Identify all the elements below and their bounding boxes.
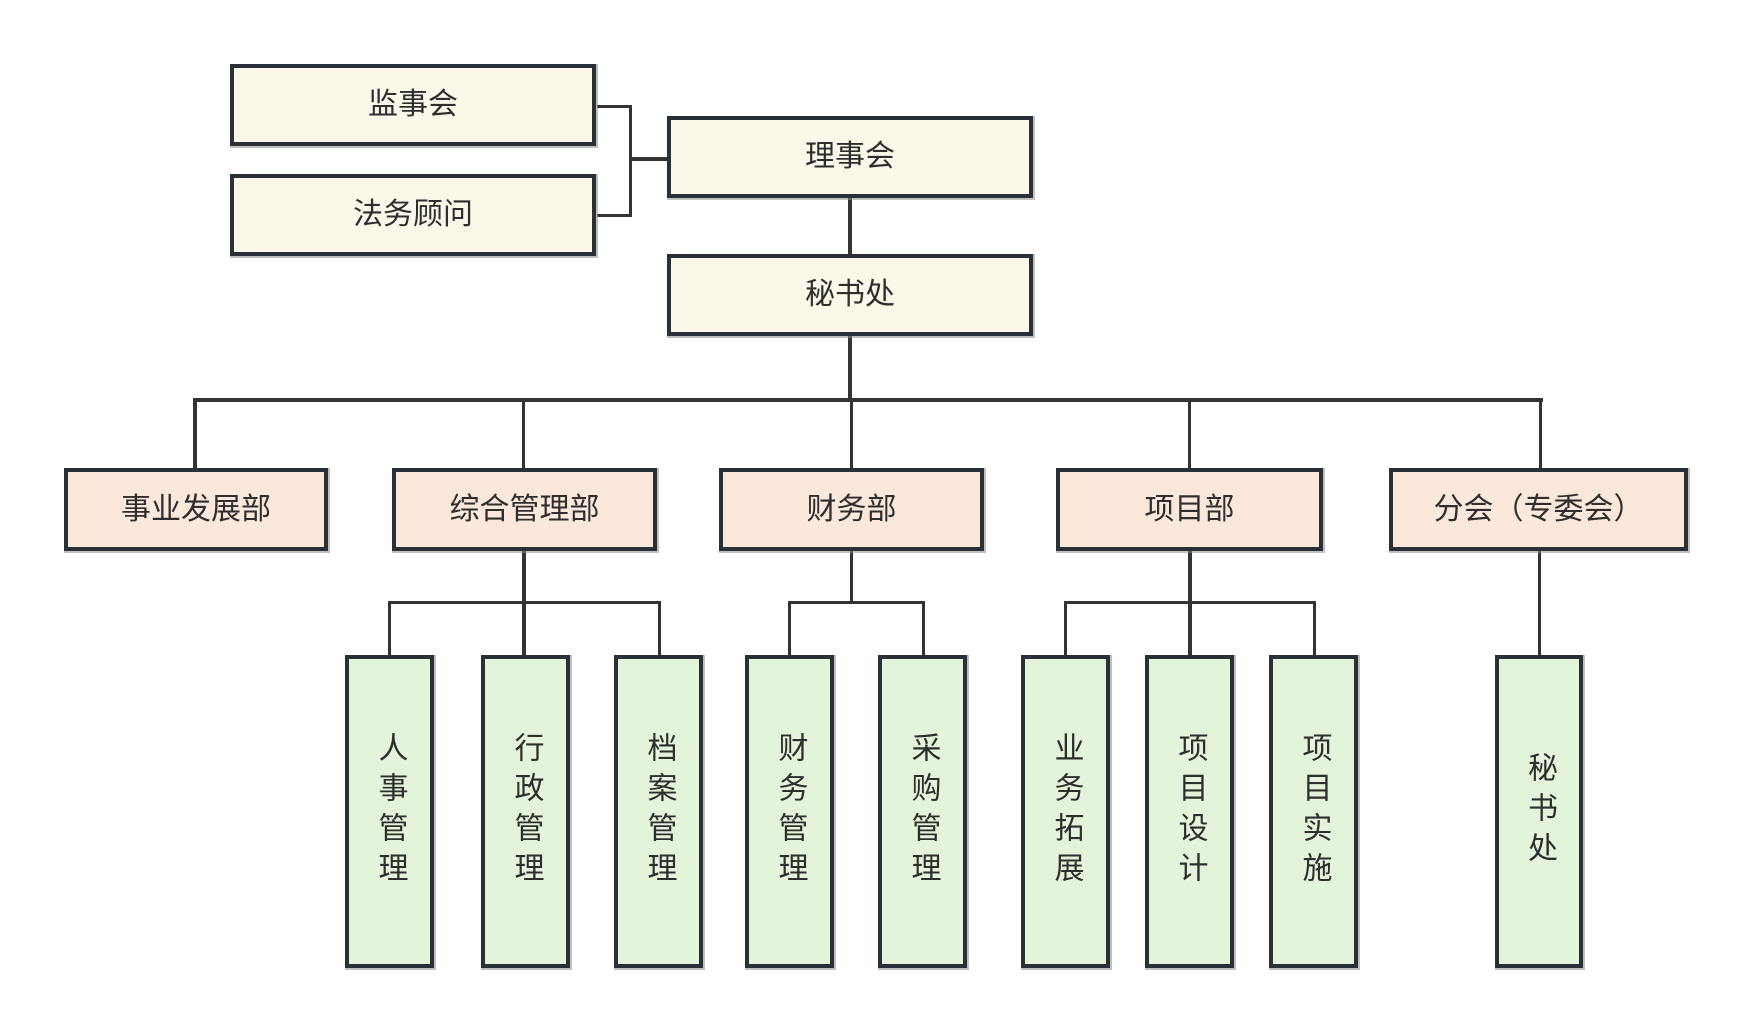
connector-drop-branches <box>1539 398 1542 470</box>
connector-finance-trunk <box>850 550 853 604</box>
node-label: 秘书处 <box>805 277 895 312</box>
node-label: 项目部 <box>1144 491 1235 527</box>
node-label: 理事会 <box>805 139 895 174</box>
node-department-business-development: 事业发展部 <box>64 468 328 551</box>
node-label: 财务管理 <box>772 731 808 892</box>
connector-advisor-bracket-vertical <box>629 105 632 217</box>
node-label: 项目设计 <box>1172 731 1208 892</box>
connector-department-bus <box>193 398 1543 402</box>
node-label: 档案管理 <box>641 731 677 892</box>
node-unit-finance-mgmt: 财务管理 <box>745 655 834 968</box>
node-department-projects: 项目部 <box>1056 468 1323 551</box>
node-label: 采购管理 <box>905 731 941 892</box>
node-label: 人事管理 <box>372 731 408 892</box>
connector-projects-trunk <box>1188 550 1192 658</box>
connector-drop-procurement <box>922 601 925 658</box>
node-unit-hr: 人事管理 <box>345 655 434 968</box>
node-unit-administration: 行政管理 <box>481 655 570 968</box>
connector-advisor-bracket-bottom <box>597 214 632 217</box>
node-legal-counsel: 法务顾问 <box>230 174 596 256</box>
connector-drop-finance-mgmt <box>788 601 791 658</box>
node-council: 理事会 <box>667 116 1033 198</box>
node-label: 监事会 <box>368 87 458 122</box>
connector-advisor-to-council <box>629 157 669 161</box>
connector-advisor-bracket-top <box>597 105 632 108</box>
connector-finance-bus <box>788 601 925 604</box>
node-secretariat: 秘书处 <box>667 254 1033 336</box>
node-supervisory-board: 监事会 <box>230 64 596 146</box>
node-unit-branch-secretariat: 秘书处 <box>1495 655 1583 968</box>
node-unit-project-impl: 项目实施 <box>1269 655 1358 968</box>
node-label: 分会（专委会） <box>1433 491 1644 527</box>
node-label: 财务部 <box>806 491 897 527</box>
node-label: 项目实施 <box>1296 731 1332 892</box>
connector-drop-project-impl <box>1313 601 1316 658</box>
node-department-general-management: 综合管理部 <box>392 468 657 551</box>
connector-drop-finance <box>850 398 853 470</box>
connector-drop-archives <box>658 601 661 658</box>
connector-general-management-bus <box>388 601 661 604</box>
connector-council-to-secretariat <box>848 197 852 255</box>
connector-drop-general-management <box>522 398 525 470</box>
node-label: 秘书处 <box>1522 751 1557 872</box>
node-unit-project-design: 项目设计 <box>1145 655 1234 968</box>
node-unit-procurement: 采购管理 <box>878 655 967 968</box>
connector-drop-projects <box>1188 398 1191 470</box>
connector-general-management-trunk <box>522 550 526 658</box>
node-unit-archives: 档案管理 <box>614 655 703 968</box>
connector-secretariat-trunk <box>848 334 852 402</box>
connector-drop-biz-expansion <box>1064 601 1067 658</box>
node-label: 行政管理 <box>508 731 544 892</box>
node-label: 业务拓展 <box>1048 731 1084 892</box>
node-label: 事业发展部 <box>121 491 271 527</box>
connector-branches-trunk <box>1538 550 1541 658</box>
node-label: 法务顾问 <box>353 197 473 232</box>
node-department-finance: 财务部 <box>719 468 984 551</box>
connector-projects-bus <box>1064 601 1316 604</box>
connector-drop-hr <box>388 601 391 658</box>
connector-drop-business-development <box>193 398 197 470</box>
node-unit-biz-expansion: 业务拓展 <box>1021 655 1110 968</box>
node-label: 综合管理部 <box>449 491 600 527</box>
node-department-branches: 分会（专委会） <box>1389 468 1688 551</box>
